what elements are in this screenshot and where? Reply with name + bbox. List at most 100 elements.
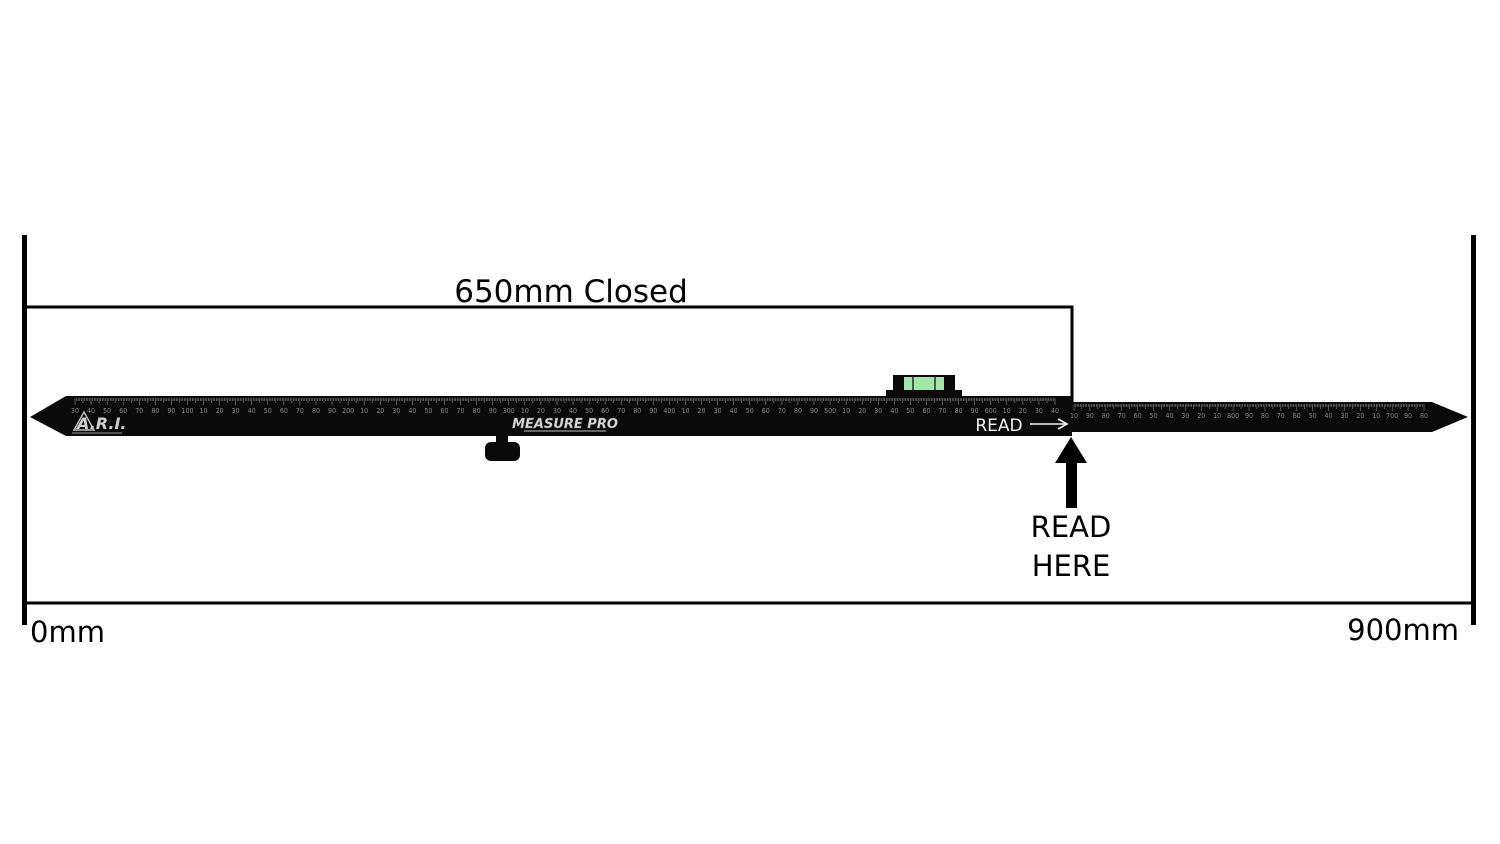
closed-length-bracket	[27, 305, 1074, 402]
outer-scale-label: 70	[457, 407, 465, 415]
outer-scale-ticks	[74, 398, 1056, 405]
inner-scale-label: 50	[1309, 412, 1317, 420]
outer-scale-label: 80	[794, 407, 802, 415]
outer-scale-label: 40	[408, 407, 416, 415]
outer-scale-label: 20	[216, 407, 224, 415]
read-here-line-2: HERE	[1032, 549, 1111, 583]
inner-scale-label: 70	[1277, 412, 1285, 420]
outer-scale-label: 50	[906, 407, 914, 415]
inner-tube	[1072, 402, 1468, 432]
inner-scale-label: 800	[1227, 412, 1239, 420]
right-end-post	[1471, 235, 1476, 625]
outer-scale-label: 30	[1035, 407, 1043, 415]
outer-scale-label: 30	[874, 407, 882, 415]
outer-scale-label: 30	[71, 407, 79, 415]
outer-scale-label: 80	[955, 407, 963, 415]
outer-scale-label: 60	[601, 407, 609, 415]
read-here-line-1: READ	[1031, 510, 1112, 544]
outer-scale-label: 80	[151, 407, 159, 415]
outer-scale-label: 70	[778, 407, 786, 415]
outer-scale-label: 40	[890, 407, 898, 415]
outer-scale-label: 50	[424, 407, 432, 415]
outer-scale-label: 70	[135, 407, 143, 415]
outer-scale-label: 80	[633, 407, 641, 415]
outer-scale-label: 40	[569, 407, 577, 415]
outer-scale-label: 10	[842, 407, 850, 415]
inner-scale-label: 90	[1086, 412, 1094, 420]
outer-scale-label: 20	[537, 407, 545, 415]
outer-tube	[30, 396, 1072, 436]
inner-scale-label: 700	[1386, 412, 1398, 420]
outer-scale-label: 90	[971, 407, 979, 415]
inner-scale-ticks	[1073, 404, 1425, 411]
outer-scale-label: 10	[1003, 407, 1011, 415]
read-here-arrow-head-icon	[1055, 437, 1087, 463]
inner-scale-label: 10	[1372, 412, 1380, 420]
inner-scale-label: 90	[1404, 412, 1412, 420]
outer-scale-label: 20	[858, 407, 866, 415]
inner-scale-label: 30	[1340, 412, 1348, 420]
outer-scale-label: 70	[939, 407, 947, 415]
inner-scale-label: 30	[1181, 412, 1189, 420]
outer-scale-label: 10	[521, 407, 529, 415]
outer-scale-label: 90	[167, 407, 175, 415]
tool-read-label: READ	[975, 416, 1022, 436]
outer-scale-label: 50	[585, 407, 593, 415]
closed-length-label: 650mm Closed	[454, 274, 688, 310]
inner-scale-label: 70	[1118, 412, 1126, 420]
outer-scale-label: 60	[280, 407, 288, 415]
outer-scale-label: 90	[489, 407, 497, 415]
inner-scale-label: 80	[1102, 412, 1110, 420]
inner-scale-label: 10	[1213, 412, 1221, 420]
outer-scale-label: 90	[810, 407, 818, 415]
level-vial-glass	[904, 377, 944, 390]
outer-scale-label: 30	[392, 407, 400, 415]
outer-scale-label: 50	[264, 407, 272, 415]
read-here-arrow-shaft	[1066, 460, 1077, 508]
outer-scale-label: 20	[376, 407, 384, 415]
outer-scale-label: 40	[87, 407, 95, 415]
outer-scale-label: 50	[746, 407, 754, 415]
inner-scale-label: 90	[1245, 412, 1253, 420]
outer-scale-label: 10	[681, 407, 689, 415]
outer-scale-label: 50	[103, 407, 111, 415]
outer-scale-label: 90	[328, 407, 336, 415]
lock-knob	[485, 442, 520, 461]
logo-triangle-icon	[72, 410, 96, 431]
outer-scale-label: 400	[663, 407, 675, 415]
brand-logo: MEASURE PRO	[512, 417, 618, 432]
inner-scale-label: 10	[1070, 412, 1078, 420]
inner-scale-labels: 10 90 80 70 60 50 40 30 20 10 800 90 80 70 60 50 40 30 20 1…	[1070, 412, 1428, 420]
inner-scale-label: 60	[1293, 412, 1301, 420]
outer-scale-label: 70	[296, 407, 304, 415]
inner-scale-label: 60	[1134, 412, 1142, 420]
outer-scale-label: 10	[200, 407, 208, 415]
outer-scale-label: 60	[922, 407, 930, 415]
inner-scale-label: 20	[1197, 412, 1205, 420]
inner-scale-label: 80	[1261, 412, 1269, 420]
outer-scale-label: 30	[232, 407, 240, 415]
outer-scale-label: 80	[473, 407, 481, 415]
range-end-label: 900mm	[1347, 613, 1459, 647]
inner-scale-label: 20	[1356, 412, 1364, 420]
range-start-label: 0mm	[30, 615, 105, 649]
outer-scale-label: 40	[730, 407, 738, 415]
outer-scale-label: 300	[503, 407, 515, 415]
outer-scale-label: 600	[985, 407, 997, 415]
inner-scale-label: 80	[1420, 412, 1428, 420]
inner-scale-label: 40	[1325, 412, 1333, 420]
logo-text: A.R.I.	[75, 414, 126, 433]
outer-scale-label: 60	[441, 407, 449, 415]
left-end-post	[22, 235, 27, 625]
outer-scale-label: 60	[119, 407, 127, 415]
inner-scale-label: 40	[1165, 412, 1173, 420]
tool-read-arrow-head-icon	[1057, 418, 1069, 430]
outer-scale-label: 500	[824, 407, 836, 415]
inner-scale-label: 50	[1150, 412, 1158, 420]
outer-scale-label: 40	[1051, 407, 1059, 415]
ari-logo: A.R.I.	[72, 410, 126, 434]
outer-scale-label: 90	[649, 407, 657, 415]
